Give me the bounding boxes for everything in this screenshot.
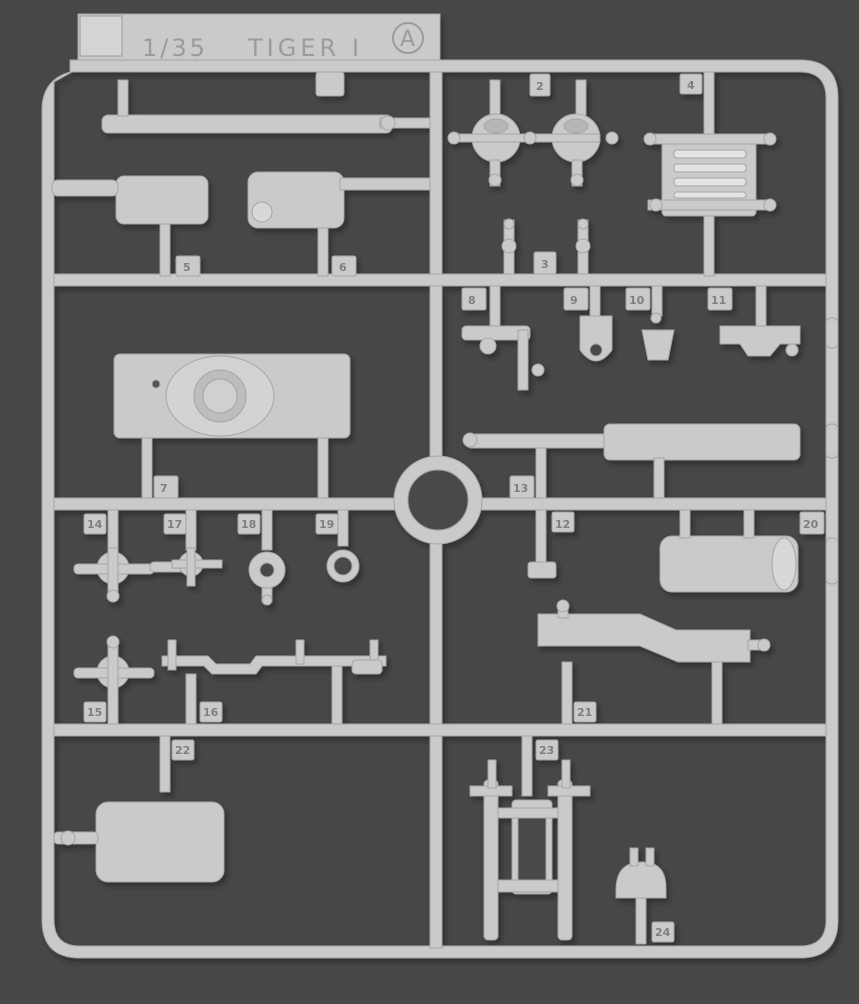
- part-10-plug: [641, 329, 675, 361]
- part-21-arm: [537, 613, 751, 663]
- part-9-clevis: [579, 315, 613, 362]
- part-22-fuel-tank: [95, 801, 225, 883]
- part-number-23: 23: [539, 744, 554, 757]
- part-14-hub: [73, 509, 155, 603]
- part-number-21: 21: [577, 706, 592, 719]
- part-13-cylinder: [603, 423, 801, 461]
- variant-label: I: [352, 34, 359, 62]
- part-16-linkage: [161, 655, 387, 675]
- part-8-bracket: [461, 325, 531, 341]
- part-number-18: 18: [241, 518, 256, 531]
- part-19-ring: [326, 509, 360, 583]
- part-number-22: 22: [175, 744, 190, 757]
- sprue-header-tag: [77, 13, 441, 61]
- part-number-4: 4: [687, 79, 695, 92]
- part-number-9: 9: [570, 294, 578, 307]
- sprue-outer-frame: [41, 59, 839, 959]
- part-number-15: 15: [87, 706, 102, 719]
- part-15-hub: [73, 635, 155, 725]
- sprue-letter: A: [400, 27, 415, 52]
- runner-row-3: [53, 723, 827, 737]
- part-number-labels: 2 4 5 6 3 8 9 10 11 7 13 12 14 17 18 19 …: [87, 79, 819, 939]
- part-number-8: 8: [468, 294, 476, 307]
- part-20-tank: [659, 535, 799, 593]
- part-number-17: 17: [167, 518, 182, 531]
- scale-label: 1/35: [142, 34, 208, 62]
- part-number-6: 6: [339, 261, 347, 274]
- part-number-7: 7: [160, 482, 168, 495]
- part-number-3: 3: [541, 258, 549, 271]
- part-gun-barrel: [101, 114, 393, 134]
- runner-row-1: [53, 273, 827, 287]
- part-number-24: 24: [655, 926, 671, 939]
- part-number-13: 13: [513, 482, 528, 495]
- sprue-letter-circle: [392, 22, 424, 54]
- part-number-16: 16: [203, 706, 219, 719]
- part-number-10: 10: [629, 294, 645, 307]
- part-number-5: 5: [183, 261, 191, 274]
- part-number-11: 11: [711, 294, 726, 307]
- part-11-yoke: [719, 325, 801, 357]
- part-23-shock-absorbers: [469, 759, 591, 941]
- part-number-19: 19: [319, 518, 334, 531]
- part-number-20: 20: [803, 518, 819, 531]
- part-number-14: 14: [87, 518, 103, 531]
- part-12-stub: [527, 561, 557, 579]
- brand-logo-plate: [79, 15, 123, 57]
- part-number-12: 12: [555, 518, 570, 531]
- part-5-block: [115, 175, 209, 225]
- part-24-bracket: [615, 861, 667, 899]
- part-number-2: 2: [536, 80, 544, 93]
- part-17-hub: [171, 509, 223, 587]
- part-18-ring: [248, 509, 286, 606]
- model-label: TIGER: [247, 34, 340, 62]
